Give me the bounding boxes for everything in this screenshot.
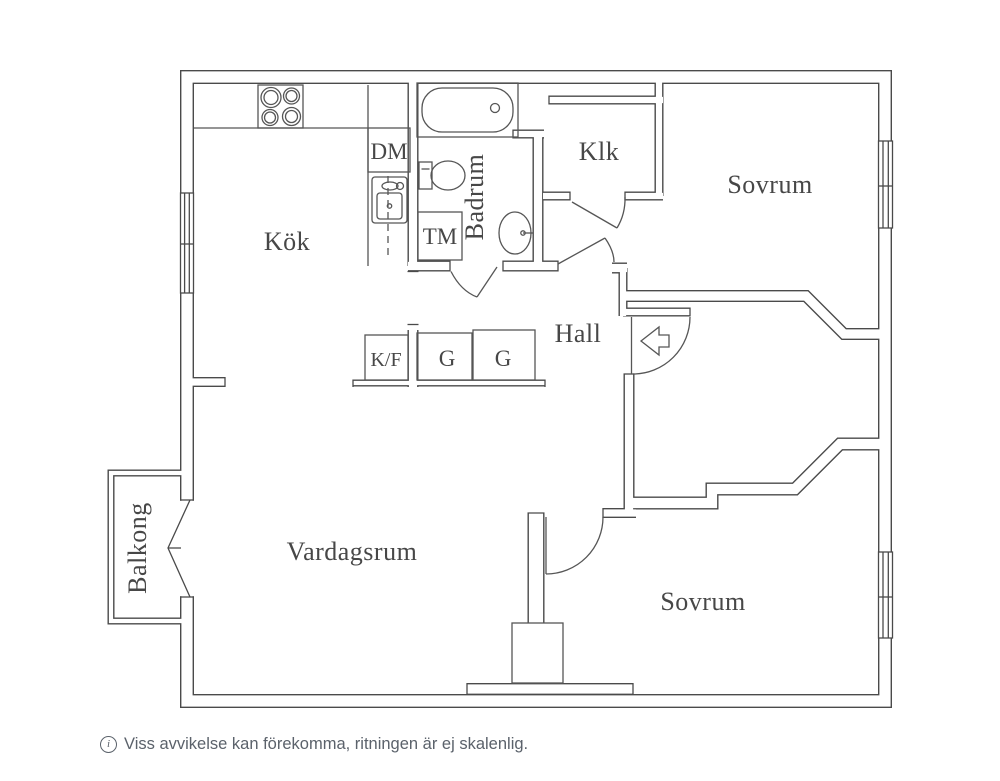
info-icon: i — [100, 736, 117, 753]
windows — [167, 140, 894, 639]
label-vardagsrum: Vardagsrum — [287, 537, 418, 566]
label-tm: TM — [423, 224, 458, 249]
basin-icon — [498, 211, 533, 255]
entry-arrow-icon — [639, 325, 670, 357]
label-balkong: Balkong — [123, 502, 152, 594]
washing-machine-box — [417, 211, 463, 261]
door-klk — [571, 196, 626, 229]
door-bathroom — [450, 266, 498, 298]
window-bedroom-bottom — [877, 551, 894, 639]
fridge-freezer-box — [364, 334, 409, 381]
label-kok: Kök — [264, 227, 310, 256]
sink-icon — [371, 176, 408, 224]
wardrobe-box-2 — [472, 329, 536, 381]
window-kitchen — [179, 192, 195, 294]
label-g1: G — [439, 346, 456, 371]
stove-icon — [257, 84, 304, 129]
disclaimer-text: Viss avvikelse kan förekomma, ritningen … — [124, 735, 529, 753]
disclaimer-footer: i Viss avvikelse kan förekomma, ritninge… — [100, 735, 528, 754]
label-hall: Hall — [555, 319, 602, 348]
door-entry — [630, 316, 691, 375]
door-bedroom-bottom — [545, 516, 604, 575]
label-sovrum-bottom: Sovrum — [660, 587, 745, 616]
toilet-icon — [418, 160, 466, 191]
room-labels: Kök Badrum Klk Sovrum Hall Vardagsrum So… — [123, 137, 812, 616]
shaft-box — [511, 622, 564, 684]
dishwasher-box — [367, 127, 411, 173]
wardrobe-box-1 — [416, 332, 473, 381]
wall-caps — [224, 95, 691, 695]
walls-fill — [108, 71, 891, 707]
label-sovrum-top: Sovrum — [727, 170, 812, 199]
label-klk: Klk — [579, 137, 620, 166]
label-badrum: Badrum — [460, 154, 489, 241]
label-kf: K/F — [370, 349, 401, 371]
bathtub-icon — [416, 82, 519, 138]
door-bedroom-top — [557, 237, 615, 265]
balcony-door — [167, 499, 194, 598]
label-dm: DM — [370, 139, 407, 164]
window-bedroom-top — [877, 140, 894, 229]
label-g2: G — [495, 346, 512, 371]
fixtures — [194, 82, 691, 684]
